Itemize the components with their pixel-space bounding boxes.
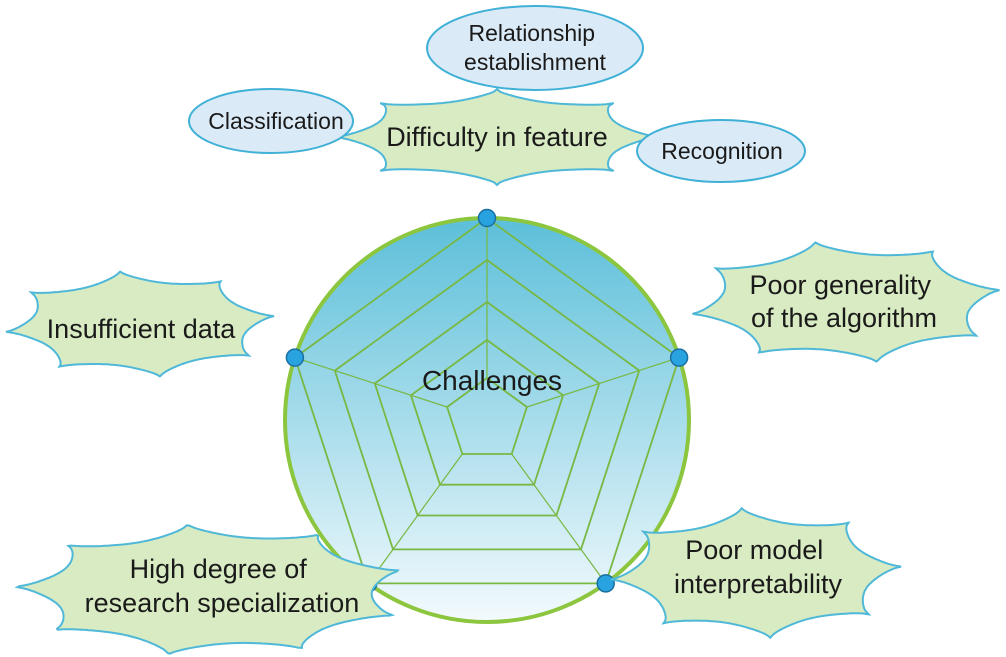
recognition-ellipse (636, 119, 806, 183)
pentagon-ring (409, 338, 565, 486)
pentagon-spoke (367, 453, 463, 584)
research-specialization-callout (14, 524, 400, 655)
difficulty-in-feature-label: Difficulty in feature (386, 122, 608, 152)
recognition-label: Recognition (661, 138, 782, 164)
insufficient-data-callout (5, 270, 275, 378)
pentagon-spoke (294, 357, 448, 408)
classification-label: Classification (208, 108, 344, 134)
pentagon-grid (293, 216, 681, 585)
research-specialization-label: High degree of research specialization (85, 554, 360, 618)
pentagon-spoke (526, 357, 680, 408)
vertex-dot (669, 348, 689, 367)
relationship-establishment-label: Relationship establishment (464, 20, 607, 75)
poor-interpretability-callout (610, 506, 902, 640)
center-label: Challenges (422, 365, 562, 396)
poor-generality-label: Poor generality of the algorithm (749, 270, 938, 333)
insufficient-data-label: Insufficient data (47, 314, 237, 344)
vertex-dot (477, 208, 497, 228)
classification-ellipse (188, 88, 354, 154)
pentagon-ring (293, 216, 681, 585)
pentagon-ring (373, 300, 601, 517)
poor-generality-callout (692, 241, 1000, 363)
pentagon-spoke (511, 453, 607, 584)
vertex-dot (285, 348, 305, 367)
poor-interpretability-label: Poor model interpretability (674, 535, 843, 599)
pentagon-ring (446, 376, 528, 455)
vertex-dot (596, 574, 615, 593)
relationship-establishment-ellipse (426, 5, 644, 91)
pentagon-ring (333, 258, 641, 551)
